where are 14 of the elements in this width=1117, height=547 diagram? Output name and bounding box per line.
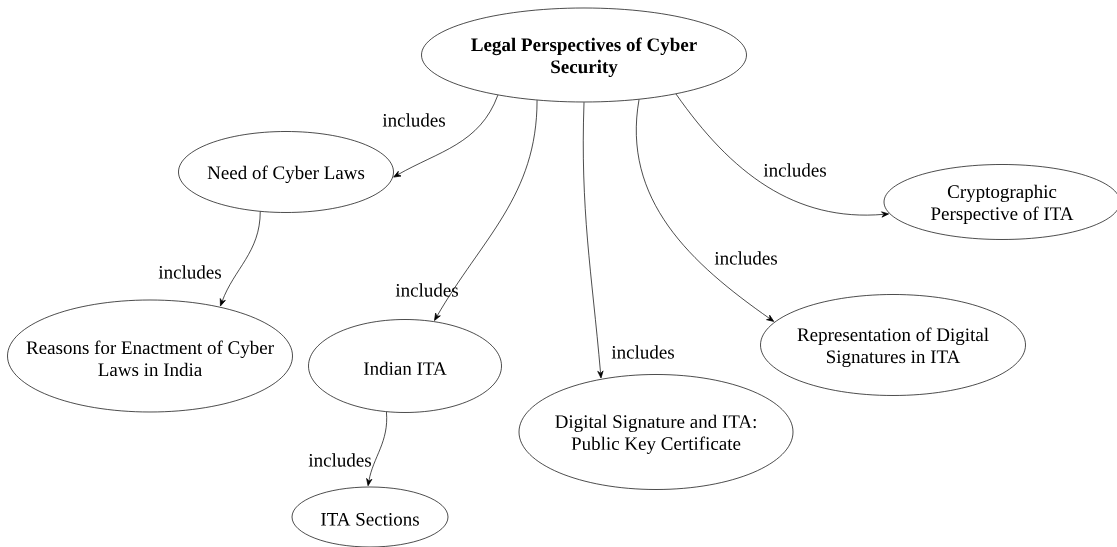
- edge-label: includes: [611, 345, 674, 359]
- edge-label: includes: [308, 453, 371, 467]
- arrow: [675, 93, 889, 218]
- arrow: [434, 100, 538, 321]
- arrow: [393, 94, 499, 178]
- arrow: [219, 211, 261, 307]
- edge-label: includes: [158, 265, 221, 279]
- arrow: [636, 99, 775, 322]
- edge-label: includes: [382, 113, 445, 127]
- edge-label: includes: [763, 163, 826, 177]
- edge-label: includes: [395, 283, 458, 297]
- edge-label: includes: [714, 251, 777, 265]
- arrow: [366, 411, 388, 487]
- arrow: [582, 102, 604, 379]
